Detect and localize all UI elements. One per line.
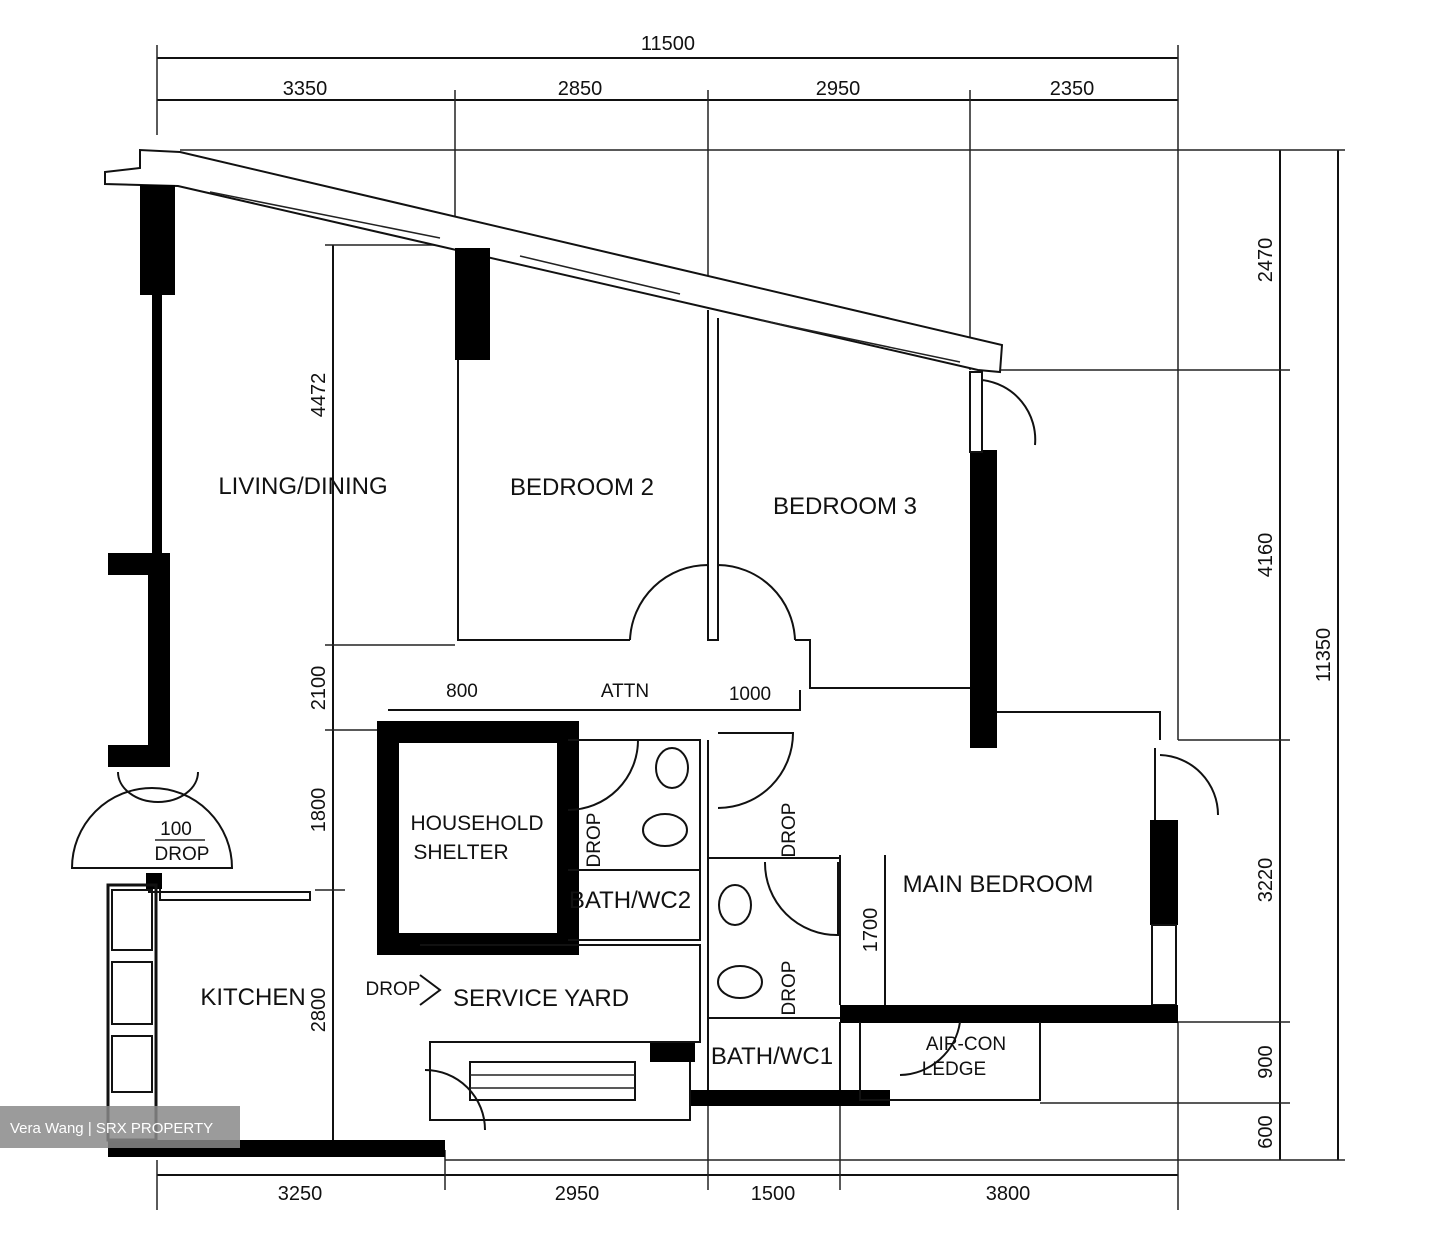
dim-right-4: 900 <box>1255 1045 1277 1078</box>
dim-right-1: 2470 <box>1255 238 1277 283</box>
room-bath-wc1: BATH/WC1 <box>711 1043 833 1070</box>
inner-dimension-lines <box>315 244 886 1140</box>
dim-top-2: 2850 <box>558 78 603 100</box>
room-living-dining: LIVING/DINING <box>218 473 387 500</box>
annotation-drop-service-yard: DROP <box>366 979 421 1000</box>
dim-bottom-4: 3800 <box>986 1183 1031 1205</box>
dim-bottom-2: 2950 <box>555 1183 600 1205</box>
dim-right-total: 11350 <box>1313 628 1335 682</box>
bottom-dimension-lines <box>156 1022 1179 1210</box>
room-bedroom-2: BEDROOM 2 <box>510 474 654 501</box>
room-aircon-ledge-line2: LEDGE <box>922 1059 986 1080</box>
room-household-shelter-line2: SHELTER <box>413 841 508 864</box>
dim-top-4: 2350 <box>1050 78 1095 100</box>
dim-corridor-2: ATTN <box>601 681 649 702</box>
annotation-drop-main-bath: DROP <box>779 803 800 858</box>
annotation-100: 100 <box>160 819 192 840</box>
dim-inner-4: 2800 <box>308 988 330 1033</box>
right-dimension-lines <box>180 149 1345 1161</box>
dim-inner-3: 1800 <box>308 788 330 833</box>
room-main-bedroom: MAIN BEDROOM <box>903 871 1094 898</box>
dim-bottom-1: 3250 <box>278 1183 323 1205</box>
room-bedroom-3: BEDROOM 3 <box>773 493 917 520</box>
dim-top-total: 11500 <box>641 33 695 55</box>
walls <box>104 148 1178 1157</box>
room-household-shelter-line1: HOUSEHOLD <box>410 812 543 835</box>
annotation-drop-wc2: DROP <box>584 813 605 868</box>
dim-corridor-3: 1000 <box>729 684 771 705</box>
dim-main-bedroom: 1700 <box>860 908 882 953</box>
watermark-box <box>0 1106 240 1148</box>
dim-inner-2: 2100 <box>308 666 330 711</box>
door-swings <box>70 372 1219 1131</box>
dim-top-3: 2950 <box>816 78 861 100</box>
watermark: Vera Wang | SRX PROPERTY <box>10 1120 213 1137</box>
dim-right-5: 600 <box>1255 1115 1277 1148</box>
dim-inner-1: 4472 <box>308 373 330 418</box>
room-bath-wc2: BATH/WC2 <box>569 887 691 914</box>
room-kitchen: KITCHEN <box>200 984 305 1011</box>
annotation-100-drop: DROP <box>155 844 210 865</box>
dim-right-3: 3220 <box>1255 858 1277 903</box>
room-aircon-ledge-line1: AIR-CON <box>926 1034 1006 1055</box>
dim-right-2: 4160 <box>1255 533 1277 578</box>
dim-bottom-3: 1500 <box>751 1183 796 1205</box>
dim-corridor-1: 800 <box>446 681 478 702</box>
dim-top-1: 3350 <box>283 78 328 100</box>
annotation-drop-wc1: DROP <box>779 961 800 1016</box>
top-dimension-lines <box>156 45 1179 740</box>
room-service-yard: SERVICE YARD <box>453 985 629 1012</box>
